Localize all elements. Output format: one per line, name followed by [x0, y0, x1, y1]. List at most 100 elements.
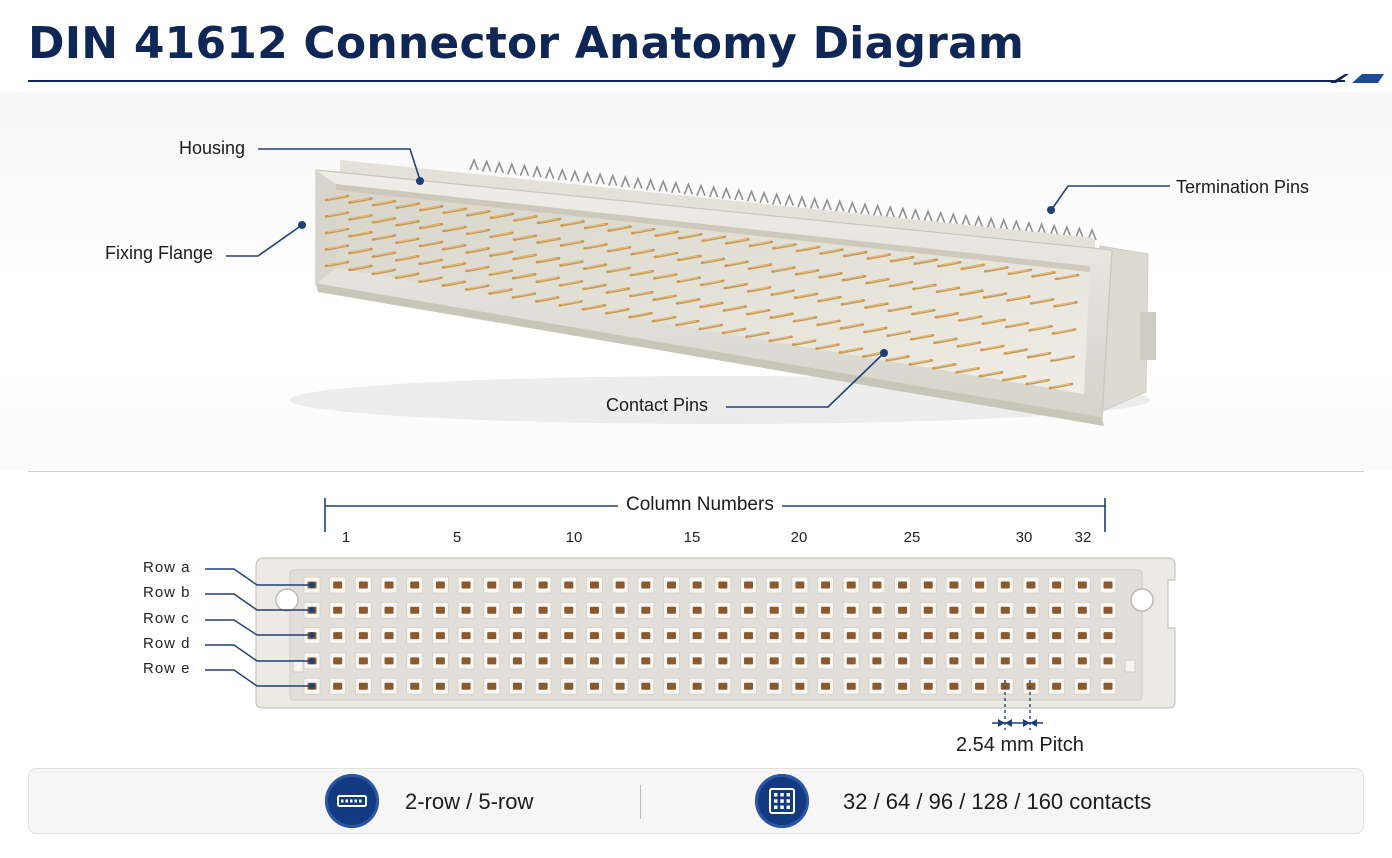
contact-pin-highlight: [585, 284, 604, 289]
contact-pin-highlight: [983, 345, 1002, 350]
contact-socket: [1077, 632, 1087, 640]
contact-socket: [512, 581, 522, 589]
contact-socket: [872, 632, 882, 640]
contact-socket: [333, 581, 343, 589]
contact-socket: [821, 606, 831, 614]
contact-socket: [358, 682, 368, 690]
contact-pin-highlight: [632, 270, 651, 275]
contact-socket: [1000, 606, 1010, 614]
contact-pin-highlight: [795, 316, 815, 321]
contact-pin-highlight: [655, 295, 674, 300]
contact-pin-highlight: [351, 231, 370, 236]
contact-pin-highlight: [491, 270, 510, 275]
termination-pin: [986, 216, 996, 229]
row-leaders: [205, 568, 312, 687]
contact-socket: [564, 581, 574, 589]
contact-pin-highlight: [398, 255, 417, 260]
contact-socket: [923, 606, 933, 614]
contact-socket: [641, 632, 651, 640]
contact-pin-highlight: [444, 262, 464, 267]
contact-pin-highlight: [867, 303, 886, 308]
termination-pin: [872, 203, 883, 217]
contact-socket: [358, 581, 368, 589]
contact-pin-highlight: [771, 336, 790, 341]
contact-pin-highlight: [724, 328, 744, 333]
column-numbers-heading: Column Numbers: [618, 494, 782, 516]
row-label-a: Row a: [143, 559, 191, 576]
contact-socket: [718, 682, 728, 690]
contact-socket: [1103, 632, 1113, 640]
contact-pin-highlight: [866, 327, 885, 332]
contact-grid-icon: [755, 774, 809, 828]
contact-socket: [410, 682, 420, 690]
rows-spec-text: 2-row / 5-row: [405, 789, 534, 814]
termination-pin: [860, 202, 870, 215]
contact-pin-highlight: [492, 213, 511, 218]
contact-pin-highlight: [844, 275, 864, 280]
contact-socket: [358, 632, 368, 640]
contact-pin-highlight: [445, 226, 464, 231]
contact-socket: [538, 606, 548, 614]
contact-pin-highlight: [1010, 269, 1029, 274]
contact-socket: [949, 657, 959, 665]
termination-pin: [898, 206, 908, 219]
contact-socket: [589, 632, 599, 640]
contact-socket: [949, 682, 959, 690]
contact-pin-highlight: [819, 320, 838, 325]
contact-socket: [692, 606, 702, 614]
contact-pin-highlight: [374, 217, 394, 222]
contact-socket: [692, 632, 702, 640]
contact-pin-highlight: [704, 236, 723, 241]
contact-pin-highlight: [1008, 322, 1027, 327]
contact-socket: [538, 581, 548, 589]
contact-socket: [564, 606, 574, 614]
contact-pin-highlight: [561, 280, 581, 285]
contact-pin-highlight: [608, 288, 627, 293]
contact-socket: [538, 657, 548, 665]
termination-pin: [885, 204, 895, 218]
row-label-d: Row d: [143, 635, 191, 652]
contact-socket: [512, 682, 522, 690]
title-underline: [28, 74, 1384, 83]
contact-socket: [384, 606, 394, 614]
termination-pin: [570, 169, 580, 182]
contact-pin-highlight: [586, 243, 605, 248]
contact-socket: [384, 657, 394, 665]
contact-socket: [949, 632, 959, 640]
termination-pin: [784, 193, 795, 207]
contact-socket: [589, 606, 599, 614]
termination-pin: [847, 200, 858, 214]
contact-socket: [1103, 657, 1113, 665]
column-label: 32: [1074, 529, 1092, 546]
contact-socket: [769, 606, 779, 614]
contact-pin-highlight: [1051, 383, 1071, 388]
termination-pin: [961, 213, 971, 227]
termination-pin: [973, 214, 984, 228]
contact-socket: [333, 632, 343, 640]
termination-pins-callout-label: Termination Pins: [1176, 177, 1310, 197]
contact-socket: [846, 581, 856, 589]
contact-pin-highlight: [631, 312, 650, 317]
contact-pin-highlight: [421, 259, 440, 264]
contact-pin-highlight: [397, 273, 417, 278]
contact-pin-highlight: [703, 258, 723, 263]
termination-pin: [998, 217, 1009, 231]
contact-socket: [898, 682, 908, 690]
contact-pin-highlight: [654, 316, 674, 321]
contact-socket: [615, 581, 625, 589]
column-label: 10: [565, 529, 583, 546]
contact-socket: [898, 581, 908, 589]
contact-pin-highlight: [327, 228, 347, 233]
contact-pin-highlight: [515, 254, 534, 259]
contact-socket: [949, 606, 959, 614]
contact-socket: [872, 682, 882, 690]
contact-socket: [872, 606, 882, 614]
contact-pin-highlight: [958, 367, 977, 372]
contact-pins-dot: [880, 349, 888, 357]
contact-pin-field: [324, 194, 1080, 390]
contact-pin-highlight: [634, 228, 653, 233]
termination-pin: [532, 164, 542, 178]
housing-dot: [416, 177, 424, 185]
contact-socket: [975, 682, 985, 690]
termination-pin: [607, 173, 618, 187]
